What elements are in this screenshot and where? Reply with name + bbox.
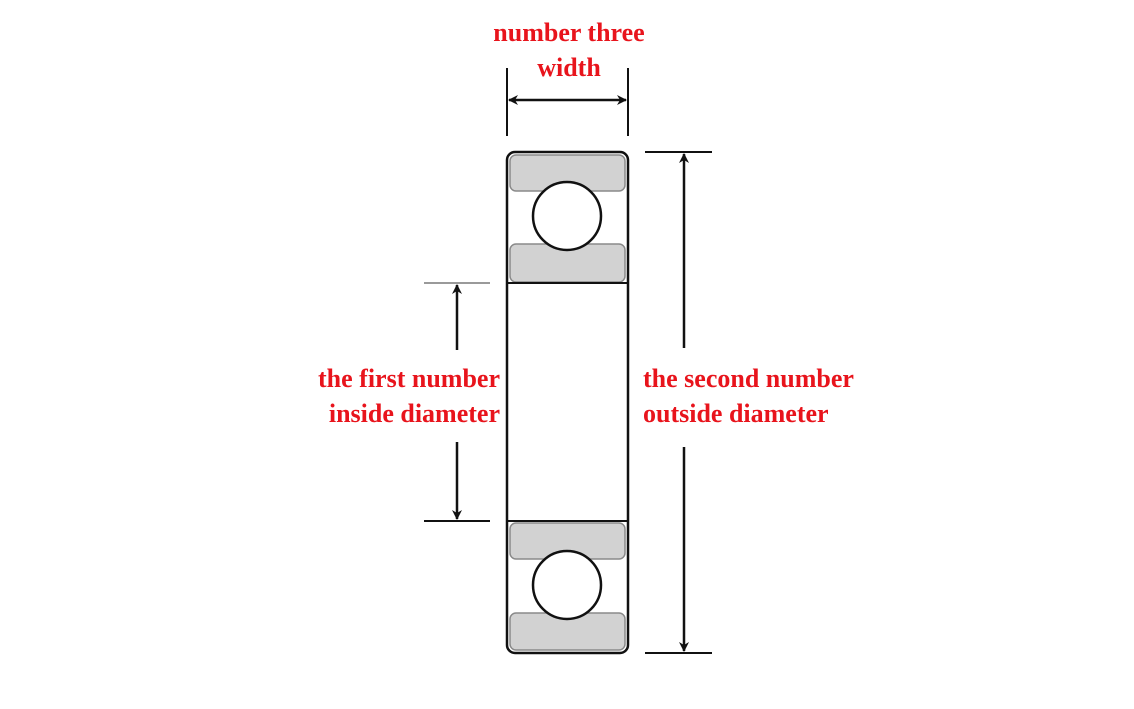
width-label-line2: width [537, 53, 601, 82]
outside-diameter-label: the second number outside diameter [643, 361, 903, 431]
inside-diameter-label-line1: the first number [318, 364, 500, 393]
outside-diameter-dimension [645, 151, 712, 654]
bottom-ball [531, 549, 603, 621]
outside-diameter-label-line2: outside diameter [643, 399, 829, 428]
width-dimension [506, 68, 629, 136]
top-ball [531, 180, 603, 252]
inside-diameter-dimension [424, 282, 490, 522]
inside-diameter-label-line2: inside diameter [328, 399, 500, 428]
inside-diameter-label: the first number inside diameter [258, 361, 500, 431]
outside-diameter-label-line1: the second number [643, 364, 854, 393]
width-label: number three width [470, 15, 668, 85]
width-label-line1: number three [493, 18, 645, 47]
bearing-cross-section [505, 150, 630, 655]
